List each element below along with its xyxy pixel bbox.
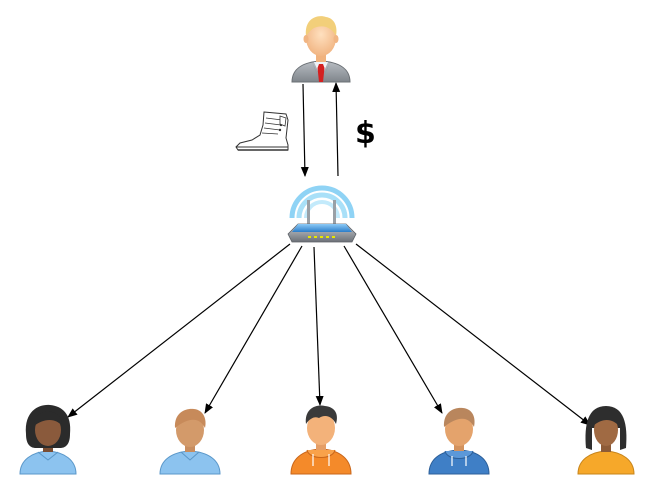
payment-label: $ xyxy=(355,116,376,151)
businessman-icon xyxy=(291,16,351,83)
arrow-to-customer-5 xyxy=(355,243,591,426)
woman-dark-hair-icon xyxy=(19,404,77,475)
arrow-to-customer-3 xyxy=(313,246,324,406)
customers-row xyxy=(19,404,635,475)
wifi-router-icon xyxy=(287,185,357,243)
arrows-group xyxy=(67,82,591,426)
arrow-to-customer-2 xyxy=(204,245,303,414)
man-orange-hoodie-icon xyxy=(290,405,352,475)
man-light-blue-shirt-icon xyxy=(159,408,221,475)
product-flow-arrow xyxy=(300,83,309,177)
arrow-to-customer-1 xyxy=(67,243,291,418)
arrow-to-customer-4 xyxy=(343,245,443,414)
boot-icon xyxy=(235,111,289,151)
payment-flow-arrow xyxy=(332,82,341,177)
man-blue-hoodie-icon xyxy=(428,407,490,475)
woman-orange-shirt-icon xyxy=(577,406,635,475)
